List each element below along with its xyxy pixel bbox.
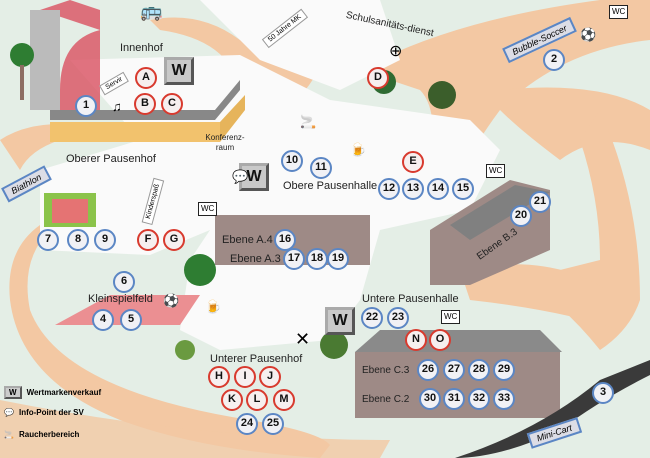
area-ebene-c3: Ebene C.3 <box>362 365 410 376</box>
wertmarken-booth[interactable]: W <box>239 163 269 191</box>
smoking-icon: 🚬 <box>4 430 14 439</box>
drinks-icon: 🍺 <box>350 142 367 157</box>
legend-smoke: 🚬 Raucherbereich <box>4 430 79 439</box>
wc-sign: WC <box>441 310 461 324</box>
smoking-icon: 🚬 <box>300 114 317 129</box>
station-marker-2[interactable]: 2 <box>543 49 565 71</box>
station-marker-32[interactable]: 32 <box>468 388 490 410</box>
stage <box>40 0 100 110</box>
station-marker-I[interactable]: I <box>234 366 256 388</box>
area-obere-pausenhalle: Obere Pausenhalle <box>283 180 378 192</box>
station-marker-11[interactable]: 11 <box>310 157 332 179</box>
station-marker-F[interactable]: F <box>137 229 159 251</box>
station-marker-9[interactable]: 9 <box>94 229 116 251</box>
station-marker-17[interactable]: 17 <box>283 248 305 270</box>
station-marker-L[interactable]: L <box>246 389 268 411</box>
station-marker-N[interactable]: N <box>405 329 427 351</box>
wc-sign: WC <box>609 5 629 19</box>
station-marker-24[interactable]: 24 <box>236 413 258 435</box>
area-ebene-a4: Ebene A.4 <box>222 234 273 246</box>
legend-label: Raucherbereich <box>18 430 80 439</box>
station-marker-21[interactable]: 21 <box>529 191 551 213</box>
music-icon: ♫ <box>112 99 122 114</box>
food-cutlery-icon: ✕ <box>295 329 311 349</box>
station-marker-H[interactable]: H <box>208 366 230 388</box>
station-marker-19[interactable]: 19 <box>327 248 349 270</box>
football-icon: ⚽ <box>163 293 180 308</box>
station-marker-B[interactable]: B <box>134 93 156 115</box>
station-marker-10[interactable]: 10 <box>281 150 303 172</box>
legend-w: W Wertmarkenverkauf <box>4 386 101 399</box>
station-marker-O[interactable]: O <box>429 329 451 351</box>
station-marker-31[interactable]: 31 <box>443 388 465 410</box>
bus-icon: 🚌 <box>140 1 163 21</box>
station-marker-26[interactable]: 26 <box>417 359 439 381</box>
station-marker-25[interactable]: 25 <box>262 413 284 435</box>
station-marker-J[interactable]: J <box>259 366 281 388</box>
station-marker-4[interactable]: 4 <box>92 309 114 331</box>
station-marker-28[interactable]: 28 <box>468 359 490 381</box>
football-icon: ⚽ <box>580 27 597 42</box>
station-marker-C[interactable]: C <box>161 93 183 115</box>
area-innenhof: Innenhof <box>120 42 163 54</box>
station-marker-22[interactable]: 22 <box>361 307 383 329</box>
legend-label: Info-Point der SV <box>18 408 84 417</box>
area-oberer-pausenhof: Oberer Pausenhof <box>66 153 156 165</box>
station-marker-3[interactable]: 3 <box>592 382 614 404</box>
info-point-icon: 💬 <box>232 169 249 184</box>
first-aid-icon: ⊕ <box>389 43 403 60</box>
drinks-icon: 🍺 <box>205 299 222 314</box>
wc-sign: WC <box>486 164 506 178</box>
area-ebene-c2: Ebene C.2 <box>362 394 410 405</box>
station-marker-20[interactable]: 20 <box>510 205 532 227</box>
station-marker-18[interactable]: 18 <box>306 248 328 270</box>
w-box-icon: W <box>4 386 22 399</box>
station-marker-23[interactable]: 23 <box>387 307 409 329</box>
area-unterer-pausenhof: Unterer Pausenhof <box>210 353 303 365</box>
station-marker-6[interactable]: 6 <box>113 271 135 293</box>
area-untere-pausenhalle: Untere Pausenhalle <box>362 293 459 305</box>
station-marker-K[interactable]: K <box>221 389 243 411</box>
station-marker-30[interactable]: 30 <box>419 388 441 410</box>
station-marker-15[interactable]: 15 <box>452 178 474 200</box>
station-marker-13[interactable]: 13 <box>402 178 424 200</box>
wc-sign: WC <box>198 202 218 216</box>
station-marker-7[interactable]: 7 <box>37 229 59 251</box>
station-marker-8[interactable]: 8 <box>67 229 89 251</box>
info-point-icon: 💬 <box>4 408 14 417</box>
legend-label: Wertmarkenverkauf <box>26 388 102 397</box>
station-marker-29[interactable]: 29 <box>493 359 515 381</box>
area-ebene-a3: Ebene A.3 <box>230 253 281 265</box>
station-marker-A[interactable]: A <box>135 67 157 89</box>
station-marker-12[interactable]: 12 <box>378 178 400 200</box>
tree <box>10 43 34 67</box>
station-marker-E[interactable]: E <box>402 151 424 173</box>
area-konferenzraum: Konferenz-raum <box>205 133 245 152</box>
wertmarken-booth[interactable]: W <box>325 307 355 335</box>
station-marker-5[interactable]: 5 <box>120 309 142 331</box>
station-marker-M[interactable]: M <box>273 389 295 411</box>
station-marker-33[interactable]: 33 <box>493 388 515 410</box>
area-kleinspielfeld: Kleinspielfeld <box>88 293 153 305</box>
legend-info: 💬 Info-Point der SV <box>4 408 84 417</box>
station-marker-D[interactable]: D <box>367 67 389 89</box>
station-marker-14[interactable]: 14 <box>427 178 449 200</box>
station-marker-27[interactable]: 27 <box>443 359 465 381</box>
station-marker-G[interactable]: G <box>163 229 185 251</box>
station-marker-1[interactable]: 1 <box>75 95 97 117</box>
wertmarken-booth[interactable]: W <box>164 57 194 85</box>
innenhof-building <box>50 122 220 142</box>
station-marker-16[interactable]: 16 <box>274 229 296 251</box>
